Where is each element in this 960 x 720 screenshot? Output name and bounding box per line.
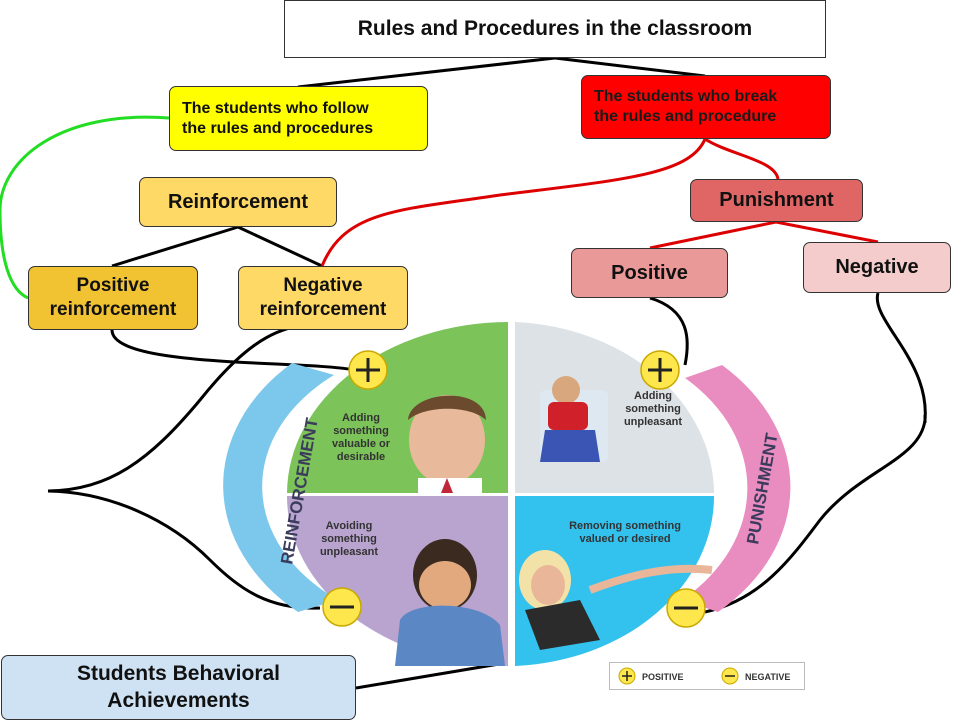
quad-tl-line-1: Adding bbox=[342, 412, 380, 424]
posreinf-line-2: reinforcement bbox=[49, 299, 177, 320]
connector-brace-lower bbox=[47, 489, 321, 610]
negreinf-line-2: reinforcement bbox=[259, 299, 387, 320]
connector-reinf-neg bbox=[237, 225, 323, 268]
quad-bl-line-1: Avoiding bbox=[326, 520, 373, 532]
connector-green bbox=[0, 115, 170, 300]
connector-red-punish-neg bbox=[775, 220, 879, 244]
posreinf-line-1: Positive bbox=[76, 275, 150, 297]
connector-title-break bbox=[554, 56, 706, 78]
punishment-box: Punishment bbox=[690, 179, 863, 222]
quad-bl-line-3: unpleasant bbox=[320, 546, 378, 558]
quad-tl-line-4: desirable bbox=[337, 451, 385, 463]
break-line-2: the rules and procedure bbox=[594, 108, 777, 125]
negative-punishment-box: Negative bbox=[803, 242, 951, 293]
quad-tl-line-2: something bbox=[333, 425, 389, 437]
positive-punishment-box: Positive bbox=[571, 248, 728, 298]
legend-negative-label: NEGATIVE bbox=[745, 672, 790, 682]
quad-tr-line-3: unpleasant bbox=[624, 416, 682, 428]
quad-br-line-2: valued or desired bbox=[579, 533, 670, 545]
legend-positive-label: POSITIVE bbox=[642, 672, 684, 682]
plus-badge-icon bbox=[348, 350, 388, 390]
arc-punishment bbox=[682, 365, 791, 612]
follow-rules-box: The students who follow the rules and pro… bbox=[169, 86, 428, 151]
minus-badge-icon bbox=[666, 588, 706, 628]
connector-red-punish-pos bbox=[649, 220, 777, 250]
connector-brace-upper bbox=[47, 324, 301, 493]
break-rules-box: The students who break the rules and proc… bbox=[581, 75, 831, 139]
boy-smiling-image bbox=[408, 395, 486, 493]
connector-posreinf-badge bbox=[110, 329, 356, 372]
legend-minus-icon bbox=[721, 667, 739, 685]
quad-bl-line-2: something bbox=[321, 533, 377, 545]
diagram-title: Rules and Procedures in the classroom bbox=[284, 0, 826, 58]
girl-reaching-image bbox=[519, 550, 713, 650]
child-covering-face-image bbox=[395, 539, 505, 666]
achieve-line-2: Achievements bbox=[107, 688, 250, 712]
connector-title-follow bbox=[297, 56, 556, 89]
legend-plus-icon bbox=[618, 667, 636, 685]
achieve-line-1: Students Behavioral bbox=[76, 662, 281, 686]
connector-negpun-badge bbox=[704, 292, 927, 614]
connector-reinf-pos bbox=[111, 225, 239, 268]
quad-br-line-1: Removing something bbox=[569, 520, 681, 532]
negreinf-line-1: Negative bbox=[283, 275, 363, 297]
quad-tr-line-2: something bbox=[625, 403, 681, 415]
connector-achieve bbox=[355, 661, 506, 690]
reinforcement-box: Reinforcement bbox=[139, 177, 337, 227]
connector-red-break-punish bbox=[704, 137, 780, 180]
arc-reinforcement bbox=[223, 363, 338, 612]
connector-pospun-badge bbox=[649, 296, 689, 366]
legend: POSITIVE NEGATIVE bbox=[609, 662, 805, 690]
connector-red-break-negreinf bbox=[320, 138, 707, 267]
follow-line-2: the rules and procedures bbox=[182, 119, 374, 137]
quad-tr-line-1: Adding bbox=[634, 390, 672, 402]
plus-badge-icon bbox=[640, 350, 680, 390]
break-line-1: The students who break bbox=[594, 88, 778, 105]
minus-badge-icon bbox=[322, 587, 362, 627]
toddler-potty-image bbox=[540, 376, 608, 462]
follow-line-1: The students who follow bbox=[182, 99, 369, 117]
quad-tl-line-3: valuable or bbox=[332, 438, 391, 450]
